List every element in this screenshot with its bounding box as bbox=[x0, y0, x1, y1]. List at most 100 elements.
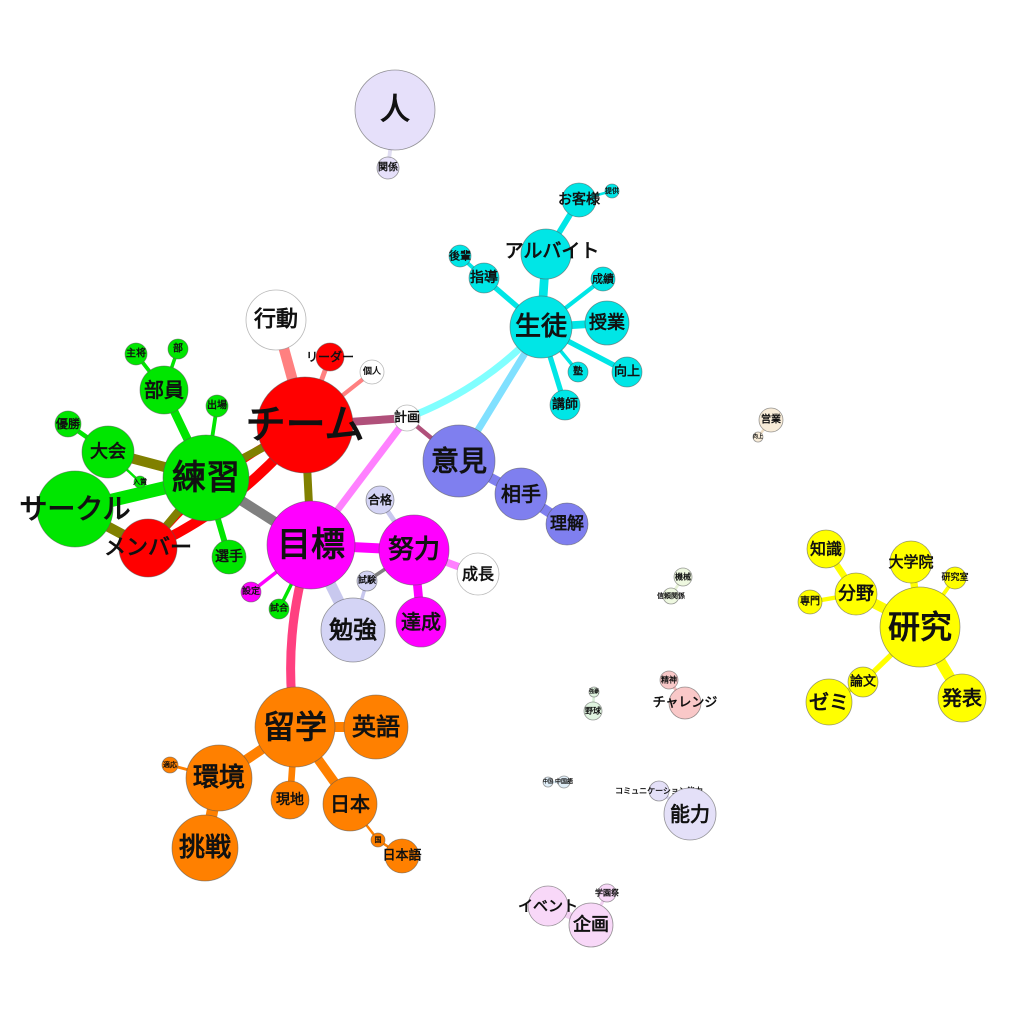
node-mokuhyo: 目標 bbox=[266, 500, 356, 590]
node-kenkyushitsu: 研究室 bbox=[941, 566, 969, 590]
node-circle-kojin bbox=[359, 359, 385, 385]
node-kuni: 国 bbox=[370, 832, 386, 848]
node-bu: 部 bbox=[167, 338, 189, 360]
node-circle-shinrai bbox=[662, 587, 680, 605]
node-label-seicho: 成長 bbox=[462, 565, 495, 584]
node-circle-kuni bbox=[370, 832, 386, 848]
node-rikai: 理解 bbox=[545, 502, 589, 546]
node-circle-challenge bbox=[668, 686, 702, 720]
node-label-eigyo: 営業 bbox=[761, 413, 782, 426]
node-label-challenge: チャレンジ bbox=[653, 696, 718, 711]
node-circle-hito bbox=[354, 69, 436, 151]
node-circle-bunya bbox=[834, 572, 878, 616]
node-nihongo: 日本語 bbox=[382, 838, 422, 874]
node-circle-koshi bbox=[549, 389, 581, 421]
node-label-zemi: ゼミ bbox=[809, 690, 849, 714]
node-okyakusama: お客様 bbox=[558, 182, 601, 218]
node-label-gakuensai: 学園祭 bbox=[595, 888, 620, 898]
node-kenkyu: 研究 bbox=[879, 586, 961, 668]
node-label-kenkyushitsu: 研究室 bbox=[941, 571, 968, 583]
node-tekio: 適応 bbox=[161, 756, 179, 774]
node-circle-daigakuin bbox=[889, 540, 933, 584]
node-label-kojin: 個人 bbox=[362, 365, 382, 377]
node-label-nihongo: 日本語 bbox=[382, 848, 421, 864]
node-label-seiseki: 成績 bbox=[592, 272, 614, 286]
node-circle-kikai bbox=[673, 567, 693, 587]
node-circle-team bbox=[256, 376, 354, 474]
node-label-shinrai: 信頼関係 bbox=[657, 591, 685, 600]
node-shiai: 試合 bbox=[268, 598, 290, 620]
node-label-kojo: 向上 bbox=[614, 364, 640, 380]
node-kohai: 後輩 bbox=[448, 244, 472, 268]
node-eigyo_sub: 向上 bbox=[752, 431, 764, 443]
node-label-event: イベント bbox=[518, 897, 578, 915]
node-circle-iken bbox=[422, 424, 496, 498]
node-eigyo: 営業 bbox=[758, 407, 784, 433]
node-circle-happyo bbox=[937, 673, 987, 723]
node-leader: リーダー bbox=[306, 342, 354, 372]
node-circle-circle bbox=[36, 470, 114, 548]
node-teikyo: 提供 bbox=[604, 183, 620, 199]
node-label-genchi: 現地 bbox=[276, 791, 304, 808]
node-label-daigakuin: 大学院 bbox=[888, 553, 933, 571]
node-circle-kankei bbox=[376, 156, 400, 180]
node-tassei: 達成 bbox=[395, 596, 447, 648]
node-circle-renshu bbox=[162, 434, 250, 522]
node-label-ronbun: 論文 bbox=[850, 674, 877, 690]
node-circle-nyusho bbox=[133, 475, 147, 489]
node-zemi: ゼミ bbox=[805, 678, 853, 726]
node-label-chugoku: 中国 bbox=[543, 778, 553, 785]
node-seicho: 成長 bbox=[456, 552, 500, 596]
node-yusho: 優勝 bbox=[54, 410, 82, 438]
node-label-comm: コミュニケーション能力 bbox=[615, 786, 703, 796]
node-label-juku: 塾 bbox=[573, 365, 583, 378]
node-kankei: 関係 bbox=[376, 156, 400, 180]
node-circle-aite bbox=[494, 467, 548, 521]
node-label-seito: 生徒 bbox=[515, 312, 568, 342]
node-label-leader: リーダー bbox=[306, 349, 354, 364]
node-kojo: 向上 bbox=[611, 356, 643, 388]
node-member: メンバー bbox=[104, 518, 192, 578]
node-label-arubaito: アルバイト bbox=[505, 240, 600, 262]
node-circle-zemi bbox=[805, 678, 853, 726]
node-shutsujo: 出場 bbox=[205, 394, 229, 418]
node-circle-tekio bbox=[161, 756, 179, 774]
node-benkyo: 勉強 bbox=[320, 597, 386, 663]
node-buin: 部員 bbox=[139, 365, 189, 415]
node-label-rikai: 理解 bbox=[550, 513, 584, 534]
node-circle-seito bbox=[509, 295, 573, 359]
node-noryoku: 能力 bbox=[663, 787, 717, 841]
node-label-kuni: 国 bbox=[375, 835, 382, 844]
node-circle-chugokugo bbox=[557, 775, 571, 789]
node-label-yakyu: 野球 bbox=[585, 706, 602, 716]
node-circle-eigo bbox=[343, 694, 409, 760]
node-label-settei: 設定 bbox=[242, 585, 261, 597]
node-circle-kikaku bbox=[568, 902, 614, 948]
node-shinrai: 信頼関係 bbox=[657, 587, 685, 605]
node-circle-chosen bbox=[171, 814, 239, 882]
node-label-koudou: 行動 bbox=[253, 307, 298, 333]
node-senshu: 選手 bbox=[211, 539, 247, 575]
node-label-kankei: 関係 bbox=[378, 161, 398, 174]
node-ronbun: 論文 bbox=[847, 666, 879, 698]
node-label-chosen: 挑戦 bbox=[179, 833, 231, 863]
node-seishin: 精神 bbox=[659, 670, 679, 690]
node-circle-gakuensai bbox=[597, 883, 617, 903]
node-comm: コミュニケーション能力 bbox=[615, 780, 703, 802]
nodes: 人関係チームメンバーリーダー個人行動計画練習サークル大会優勝部員主将部出場入賞選… bbox=[19, 69, 987, 948]
node-circle-jugyo bbox=[584, 300, 630, 346]
node-chugoku: 中国 bbox=[542, 776, 554, 788]
node-label-yusho: 優勝 bbox=[55, 416, 81, 431]
node-senmon: 専門 bbox=[797, 589, 823, 615]
node-settei: 設定 bbox=[240, 581, 262, 603]
node-renshu: 練習 bbox=[162, 434, 250, 522]
node-happyo: 発表 bbox=[937, 673, 987, 723]
node-kikai: 機械 bbox=[673, 567, 693, 587]
node-label-jugyo: 授業 bbox=[589, 312, 626, 334]
node-label-nyusho: 入賞 bbox=[132, 477, 147, 486]
node-circle-okyakusama bbox=[561, 182, 597, 218]
node-label-senshu: 選手 bbox=[215, 548, 243, 565]
node-daigakuin: 大学院 bbox=[888, 540, 934, 584]
node-circle-leader bbox=[315, 342, 345, 372]
node-label-ryugaku: 留学 bbox=[263, 708, 327, 746]
